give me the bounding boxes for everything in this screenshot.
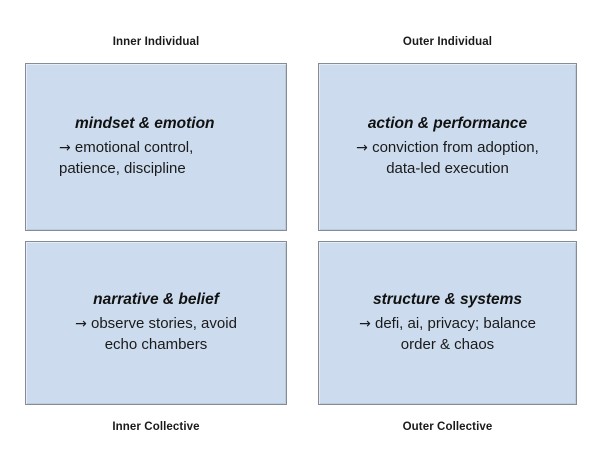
quadrant-body-inner-collective: narrative & belief → observe stories, av… (26, 290, 286, 356)
detail-line: → observe stories, avoid (40, 313, 272, 335)
quadrant-body-outer-collective: structure & systems → defi, ai, privacy;… (319, 290, 576, 356)
detail-line: → defi, ai, privacy; balance (333, 313, 562, 335)
quadrant-body-inner-individual: mindset & emotion → emotional control, p… (26, 114, 286, 180)
right-arrow-icon: → (75, 315, 87, 332)
detail-line: echo chambers (104, 336, 208, 354)
quadrant-detail-inner-collective: → observe stories, avoid echo chambers (40, 313, 272, 356)
quadrant-box-inner-individual: mindset & emotion → emotional control, p… (25, 63, 287, 231)
quadrant-detail-outer-collective: → defi, ai, privacy; balance order & cha… (333, 313, 562, 356)
detail-line: order & chaos (400, 336, 495, 354)
detail-text: defi, ai, privacy; balance (374, 314, 536, 332)
detail-line: → emotional control, (59, 137, 272, 159)
detail-text: observe stories, avoid (91, 314, 237, 332)
right-arrow-icon: → (59, 139, 71, 156)
quadrant-heading-inner-collective: narrative & belief (93, 291, 219, 309)
quadrant-box-outer-collective: structure & systems → defi, ai, privacy;… (318, 241, 577, 405)
quadrant-heading-outer-individual: action & performance (367, 115, 528, 133)
detail-text: conviction from adoption, (372, 138, 539, 156)
quadrant-detail-inner-individual: → emotional control, patience, disciplin… (59, 137, 272, 180)
quadrant-heading-inner-individual: mindset & emotion (75, 115, 215, 133)
detail-line: patience, discipline (59, 160, 186, 178)
quadrant-body-outer-individual: action & performance → conviction from a… (319, 114, 576, 180)
quadrant-box-outer-individual: action & performance → conviction from a… (318, 63, 577, 231)
right-arrow-icon: → (356, 139, 368, 156)
detail-line: data-led execution (386, 160, 509, 178)
quadrant-detail-outer-individual: → conviction from adoption, data-led exe… (333, 137, 562, 180)
detail-line: → conviction from adoption, (333, 137, 562, 159)
right-arrow-icon: → (359, 315, 371, 332)
axis-label-inner-collective: Inner Collective (112, 421, 200, 433)
axis-label-inner-individual: Inner Individual (112, 36, 200, 48)
quadrant-box-inner-collective: narrative & belief → observe stories, av… (25, 241, 287, 405)
axis-label-outer-individual: Outer Individual (402, 36, 493, 48)
detail-text: emotional control, (74, 138, 194, 156)
axis-label-outer-collective: Outer Collective (402, 421, 493, 433)
quadrant-heading-outer-collective: structure & systems (372, 291, 523, 309)
